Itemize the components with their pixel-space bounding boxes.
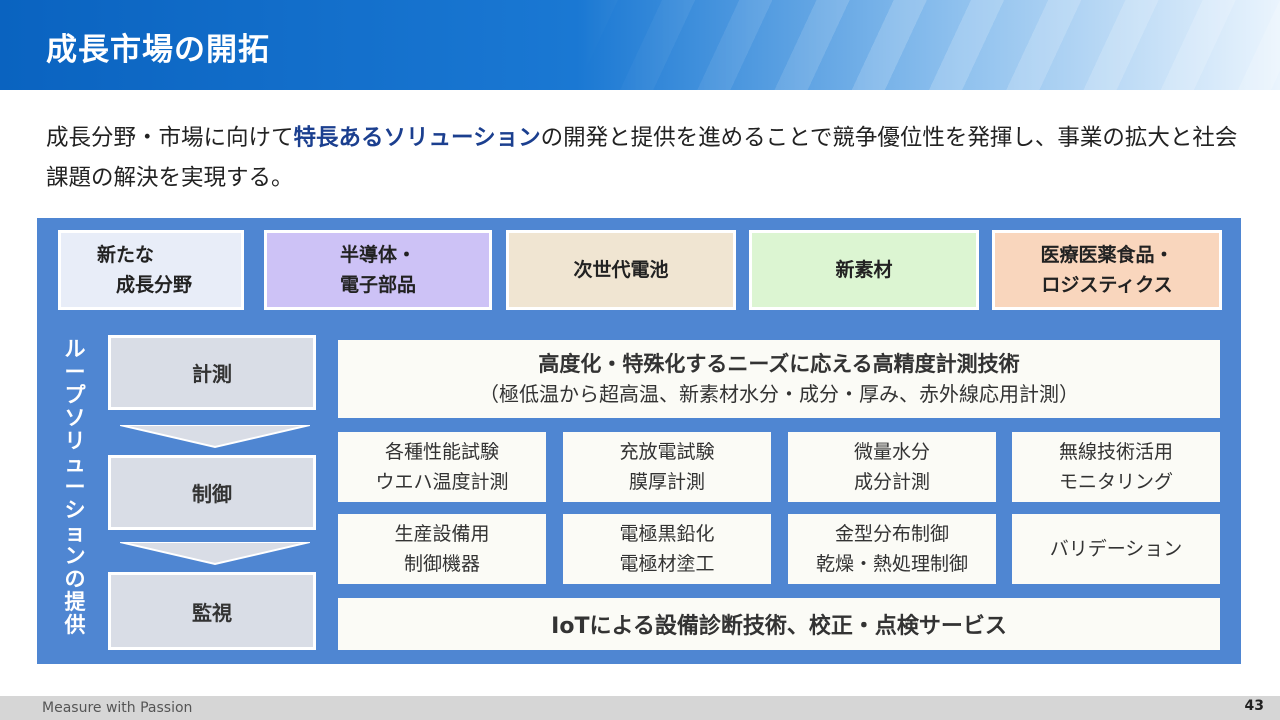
lead-text-before: 成長分野・市場に向けて <box>46 125 294 151</box>
category-new-materials: 新素材 <box>749 230 979 310</box>
solution-cell: 金型分布制御 乾燥・熱処理制御 <box>788 514 996 584</box>
stage-measurement: 計測 <box>108 335 316 410</box>
category-new-growth: 新たな 成長分野 <box>58 230 244 310</box>
vertical-label-char: ン <box>64 544 86 568</box>
stage-monitoring: 監視 <box>108 572 316 650</box>
measurement-band: 高度化・特殊化するニーズに応える高精度計測技術 （極低温から超高温、新素材水分・… <box>338 340 1220 418</box>
monitoring-band: IoTによる設備診断技術、校正・点検サービス <box>338 598 1220 650</box>
footer-tagline: Measure with Passion <box>42 700 193 716</box>
vertical-label-char: ュ <box>64 452 86 476</box>
solution-cell-line: 無線技術活用 <box>1058 441 1173 463</box>
solution-cell-line: モニタリング <box>1058 471 1173 493</box>
footer-bar <box>0 696 1280 720</box>
solution-cell-line: 金型分布制御 <box>834 523 949 545</box>
vertical-label-char: 供 <box>64 613 86 637</box>
title-bar <box>0 0 1280 90</box>
solution-cell-line: 成分計測 <box>853 471 930 493</box>
category-next-gen-battery: 次世代電池 <box>506 230 736 310</box>
solution-cell-line: 生産設備用 <box>394 523 490 545</box>
measurement-detail: （極低温から超高温、新素材水分・成分・厚み、赤外線応用計測） <box>479 382 1079 406</box>
solution-cell-line: 微量水分 <box>853 441 930 463</box>
loop-solution-vertical-label: ループソリューションの提供 <box>57 338 93 658</box>
vertical-label-char: シ <box>64 498 86 522</box>
vertical-label-char: ー <box>64 360 86 384</box>
down-arrow-icon <box>120 425 310 449</box>
solution-cell: 微量水分 成分計測 <box>788 432 996 502</box>
vertical-label-char: 提 <box>64 590 86 614</box>
solution-cell-line: 充放電試験 <box>619 441 715 463</box>
solution-cell: 無線技術活用 モニタリング <box>1012 432 1220 502</box>
page-number: 43 <box>1244 698 1264 714</box>
lead-highlight: 特長あるソリューション <box>293 125 541 151</box>
measurement-title: 高度化・特殊化するニーズに応える高精度計測技術 <box>538 352 1020 376</box>
solution-cell-line: 乾燥・熱処理制御 <box>815 553 968 575</box>
lead-paragraph: 成長分野・市場に向けて特長あるソリューションの開発と提供を進めることで競争優位性… <box>46 118 1246 198</box>
down-arrow-icon <box>120 542 310 566</box>
vertical-label-char: ョ <box>64 521 86 545</box>
solution-cell-line: ウエハ温度計測 <box>375 471 509 493</box>
vertical-label-char: ソ <box>64 406 86 430</box>
solution-cell-line: 膜厚計測 <box>628 471 705 493</box>
solution-cell: 生産設備用 制御機器 <box>338 514 546 584</box>
category-medical-logistics: 医療医薬食品・ ロジスティクス <box>992 230 1222 310</box>
stage-control: 制御 <box>108 455 316 530</box>
vertical-label-char: ー <box>64 475 86 499</box>
category-semiconductor: 半導体・ 電子部品 <box>264 230 492 310</box>
solution-cell: 充放電試験 膜厚計測 <box>563 432 771 502</box>
solution-cell-line: バリデーション <box>1049 538 1183 560</box>
vertical-label-char: リ <box>64 429 86 453</box>
solution-cell-line: 各種性能試験 <box>384 441 499 463</box>
vertical-label-char: ル <box>64 337 86 361</box>
solution-cell-line: 電極黒鉛化 <box>619 523 715 545</box>
vertical-label-char: の <box>64 567 86 591</box>
solution-cell: 各種性能試験 ウエハ温度計測 <box>338 432 546 502</box>
solution-cell: 電極黒鉛化 電極材塗工 <box>563 514 771 584</box>
vertical-label-char: プ <box>64 383 86 407</box>
solution-cell: バリデーション <box>1012 514 1220 584</box>
solution-cell-line: 電極材塗工 <box>619 553 715 575</box>
lead-text-after: の開発と提供を進めることで競争優位性を発揮し、事業の拡大と社会課題の解決を実現す… <box>46 125 1238 191</box>
slide-title: 成長市場の開拓 <box>46 32 270 68</box>
solution-cell-line: 制御機器 <box>403 553 480 575</box>
